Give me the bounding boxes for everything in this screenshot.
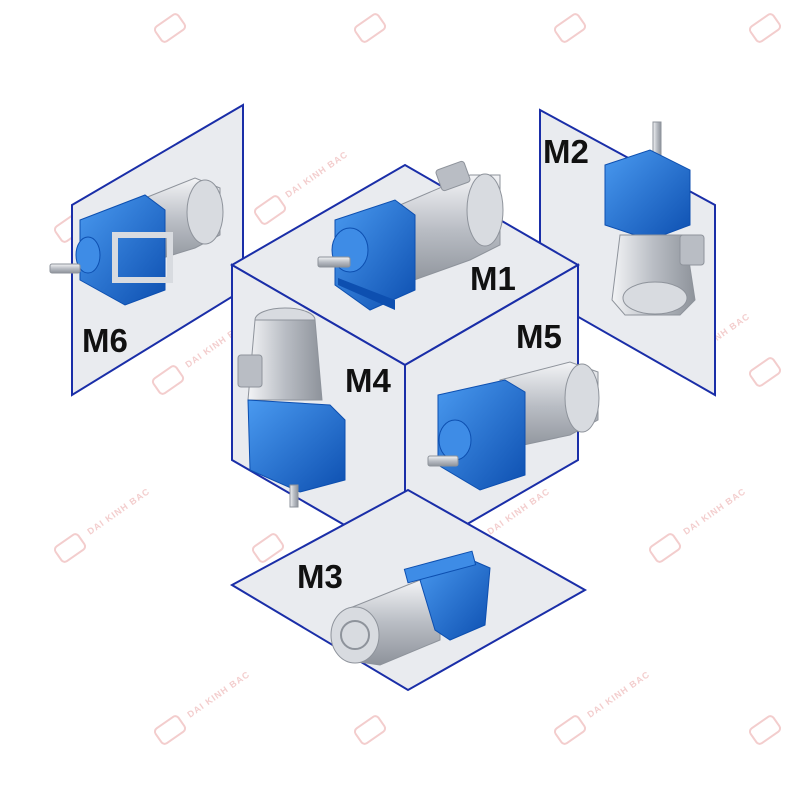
watermark-logo [748,13,782,43]
watermark-logo [553,715,587,745]
motor-m1 [317,160,504,311]
label-m1: M1 [470,260,516,297]
motor-m3 [330,550,491,666]
label-m6: M6 [82,322,128,359]
motor-m6 [49,177,224,306]
watermark-logo [53,533,87,563]
watermark-logo [648,533,682,563]
watermark-logo [153,13,187,43]
watermark-logo [353,715,387,745]
motor-m4 [237,307,346,508]
watermark-logo [353,13,387,43]
watermark-logo [251,533,285,563]
watermark-logo [253,195,287,225]
watermark-logo [153,715,187,745]
watermark-logo [151,365,185,395]
label-m2: M2 [543,133,589,170]
motor-m5 [427,361,600,491]
label-m4: M4 [345,362,391,399]
label-m5: M5 [516,318,562,355]
watermark-text: DAI KINH BAC [585,669,651,720]
watermark-logo [553,13,587,43]
watermark-text: DAI KINH BAC [185,669,251,720]
watermark-logo [748,357,782,387]
watermark-text: DAI KINH BAC [85,486,151,537]
motor-m2 [604,121,705,316]
label-m3: M3 [297,558,343,595]
watermark-text: DAI KINH BAC [681,486,747,537]
watermark-logo [748,715,782,745]
watermark-text: DAI KINH BAC [283,149,349,200]
